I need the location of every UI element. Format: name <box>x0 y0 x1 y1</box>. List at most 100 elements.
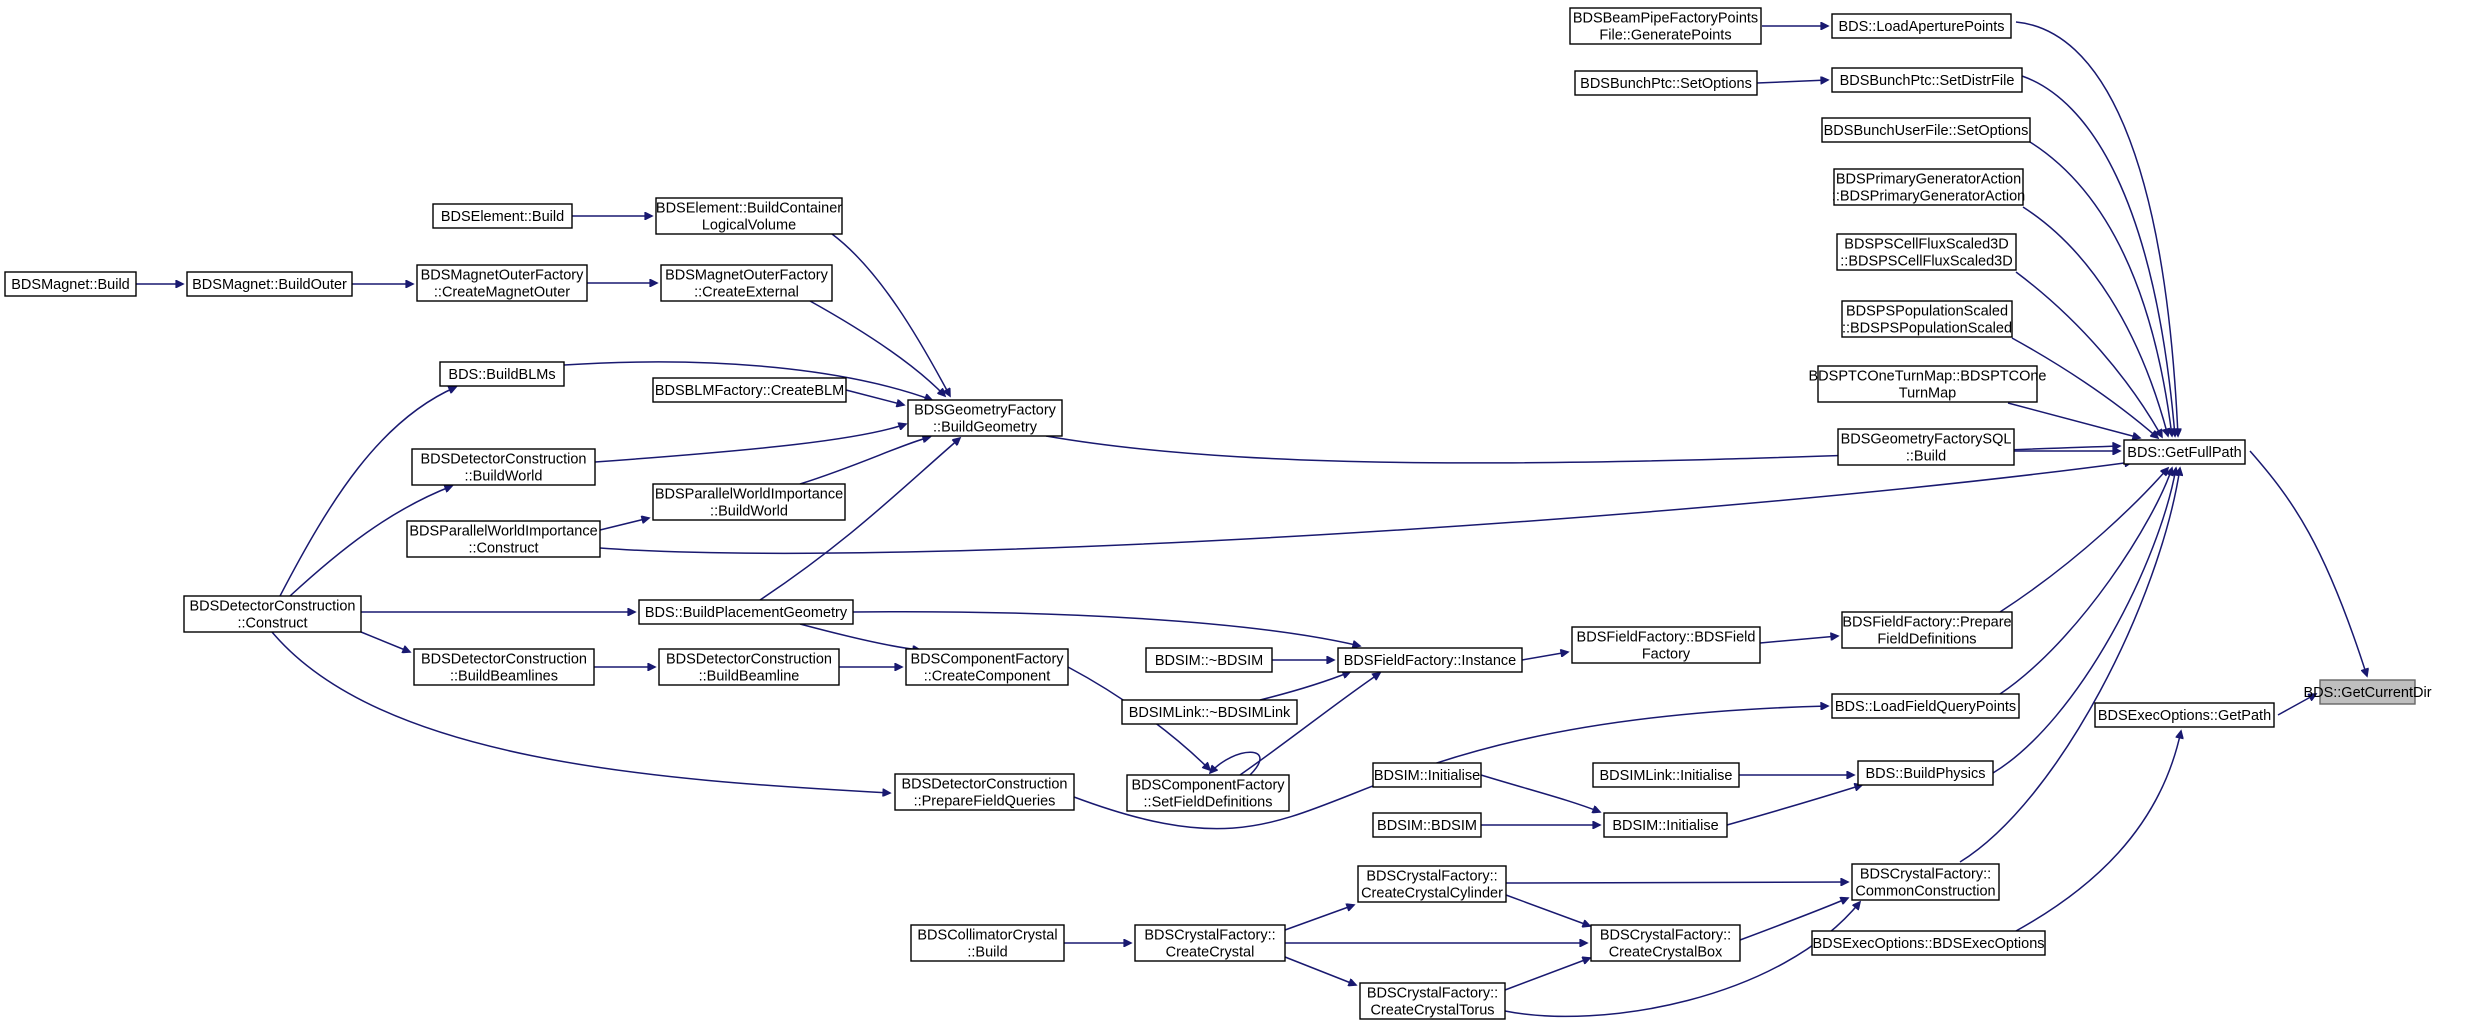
node-label: BDSFieldFactory::Instance <box>1344 653 1516 669</box>
node-buildphysics[interactable]: BDS::BuildPhysics <box>1857 760 1994 786</box>
node-box <box>1121 699 1298 725</box>
node-buildgeometry[interactable]: BDSGeometryFactory::BuildGeometry <box>907 399 1063 437</box>
node-pspop[interactable]: BDSPSPopulationScaled::BDSPSPopulationSc… <box>1841 300 2013 338</box>
node-box <box>652 483 846 521</box>
node-bunchuser-setopt[interactable]: BDSBunchUserFile::SetOptions <box>1821 117 2031 143</box>
node-label: BDSGeometryFactorySQL <box>1841 432 2012 448</box>
node-box <box>1851 863 2000 901</box>
node-box <box>1811 930 2046 956</box>
node-label: BDSIM::Initialise <box>1374 768 1480 784</box>
node-collcrystal[interactable]: BDSCollimatorCrystal::Build <box>910 924 1065 962</box>
edge-createexternal-buildgeometry <box>809 300 945 396</box>
node-label: BDSExecOptions::GetPath <box>2098 708 2271 724</box>
node-dc-buildbeamlines[interactable]: BDSDetectorConstruction::BuildBeamlines <box>413 648 595 686</box>
node-label: BDSDetectorConstruction <box>901 777 1067 793</box>
node-label: BDSDetectorConstruction <box>666 652 832 668</box>
node-label: BDSMagnetOuterFactory <box>421 268 585 284</box>
node-fieldfactory-ctor[interactable]: BDSFieldFactory::BDSFieldFactory <box>1571 626 1761 664</box>
node-box <box>1569 7 1762 45</box>
node-box <box>411 448 596 486</box>
node-label: BDSCrystalFactory:: <box>1367 986 1498 1002</box>
node-buildouter[interactable]: BDSMagnet::BuildOuter <box>186 271 353 297</box>
node-bdsimlink-init[interactable]: BDSIMLink::Initialise <box>1592 762 1740 788</box>
node-label: LogicalVolume <box>702 218 796 234</box>
edge-execopt_getpath-getcurrentdir <box>2277 694 2316 716</box>
node-label: BDSIM::BDSIM <box>1377 818 1477 834</box>
node-dc-buildworld[interactable]: BDSDetectorConstruction::BuildWorld <box>411 448 596 486</box>
node-setdistrfile[interactable]: BDSBunchPtc::SetDistrFile <box>1831 67 2023 93</box>
node-bdsim-dtor[interactable]: BDSIM::~BDSIM <box>1145 647 1273 673</box>
node-crystalbox[interactable]: BDSCrystalFactory::CreateCrystalBox <box>1590 924 1741 962</box>
node-box <box>416 264 588 302</box>
node-createmagnetouter[interactable]: BDSMagnetOuterFactory::CreateMagnetOuter <box>416 264 588 302</box>
node-label: BDSPrimaryGeneratorAction <box>1836 172 2021 188</box>
node-label: BDSFieldFactory::Prepare <box>1842 615 2011 631</box>
node-execopt-ctor[interactable]: BDSExecOptions::BDSExecOptions <box>1811 930 2046 956</box>
node-pwi-construct[interactable]: BDSParallelWorldImportance::Construct <box>406 520 601 558</box>
node-box <box>1126 774 1290 812</box>
edge-loadaperture-getfullpath <box>2015 21 2178 436</box>
node-getcurrentdir[interactable]: BDS::GetCurrentDir <box>2303 679 2432 705</box>
node-box <box>1821 117 2031 143</box>
node-crystaltorus[interactable]: BDSCrystalFactory::CreateCrystalTorus <box>1359 982 1506 1020</box>
node-dc-construct[interactable]: BDSDetectorConstruction::Construct <box>183 595 362 633</box>
node-bdsim-ctor[interactable]: BDSIM::BDSIM <box>1372 812 1482 838</box>
node-geomsql[interactable]: BDSGeometryFactorySQL::Build <box>1837 428 2015 466</box>
node-loadaperture[interactable]: BDS::LoadAperturePoints <box>1831 13 2012 39</box>
node-buildblms[interactable]: BDS::BuildBLMs <box>439 361 565 387</box>
node-buildplacement[interactable]: BDS::BuildPlacementGeometry <box>638 599 854 625</box>
node-createblm[interactable]: BDSBLMFactory::CreateBLM <box>652 377 847 403</box>
edge-crystaltorus-crystalbox <box>1504 958 1590 991</box>
node-fieldfactory-instance[interactable]: BDSFieldFactory::Instance <box>1337 647 1523 673</box>
node-bunchptc-setopt[interactable]: BDSBunchPtc::SetOptions <box>1574 70 1758 96</box>
node-preparefieldqueries[interactable]: BDSDetectorConstruction::PrepareFieldQue… <box>894 773 1075 811</box>
edge-primgen-getfullpath <box>2022 206 2168 436</box>
edge-createcrystal-crystaltorus <box>1284 956 1356 985</box>
node-crystalcyl[interactable]: BDSCrystalFactory::CreateCrystalCylinder <box>1357 865 1507 903</box>
node-createexternal[interactable]: BDSMagnetOuterFactory::CreateExternal <box>660 264 833 302</box>
node-pscell[interactable]: BDSPSCellFluxScaled3D::BDSPSCellFluxScal… <box>1836 233 2017 271</box>
edge-commonconstr-getfullpath <box>1959 468 2180 863</box>
edge-crystalbox-commonconstr <box>1739 898 1848 941</box>
node-pwi-buildworld[interactable]: BDSParallelWorldImportance::BuildWorld <box>652 483 846 521</box>
node-label: BDSParallelWorldImportance <box>655 487 843 503</box>
node-box <box>2319 679 2416 705</box>
edge-preparefieldqueries-loadfieldquery <box>1073 706 1828 830</box>
node-bdsimlink-dtor[interactable]: BDSIMLink::~BDSIMLink <box>1121 699 1298 725</box>
node-label: BDSBeamPipeFactoryPoints <box>1573 11 1758 27</box>
node-label: BDSCrystalFactory:: <box>1600 928 1731 944</box>
node-label: CreateCrystalCylinder <box>1361 886 1503 902</box>
node-beampipe-gen[interactable]: BDSBeamPipeFactoryPointsFile::GeneratePo… <box>1569 7 1762 45</box>
node-execopt-getpath[interactable]: BDSExecOptions::GetPath <box>2094 702 2275 728</box>
node-loadfieldquery[interactable]: BDS::LoadFieldQueryPoints <box>1831 693 2020 719</box>
node-bdsim-init2[interactable]: BDSIM::Initialise <box>1372 762 1482 788</box>
edge-createblm-buildgeometry <box>845 389 904 405</box>
node-createcrystal[interactable]: BDSCrystalFactory::CreateCrystal <box>1134 924 1286 962</box>
node-label: CreateCrystal <box>1166 945 1255 961</box>
node-box <box>905 648 1069 686</box>
node-element-build[interactable]: BDSElement::Build <box>432 203 573 229</box>
node-box <box>1357 865 1507 903</box>
node-primgen[interactable]: BDSPrimaryGeneratorAction::BDSPrimaryGen… <box>1832 168 2025 206</box>
edge-preparefield-getfullpath <box>1999 468 2168 613</box>
node-bdsim-init[interactable]: BDSIM::Initialise <box>1603 812 1728 838</box>
node-box <box>2123 439 2246 465</box>
edge-buildplacement-buildgeometry <box>759 438 960 601</box>
node-label: BDSBunchUserFile::SetOptions <box>1824 123 2029 139</box>
node-dc-buildbeamline[interactable]: BDSDetectorConstruction::BuildBeamline <box>658 648 840 686</box>
node-commonconstr[interactable]: BDSCrystalFactory::CommonConstruction <box>1851 863 2000 901</box>
node-label: ::Construct <box>237 616 307 632</box>
node-setfielddefs[interactable]: BDSComponentFactory::SetFieldDefinitions <box>1126 774 1290 812</box>
node-createcomponent[interactable]: BDSComponentFactory::CreateComponent <box>905 648 1069 686</box>
node-getfullpath[interactable]: BDS::GetFullPath <box>2123 439 2246 465</box>
node-label: ::BDSPSPopulationScaled <box>1842 321 2012 337</box>
edge-buildblms-buildgeometry <box>563 361 932 400</box>
edge-execopt_ctor-execopt_getpath <box>2015 731 2181 932</box>
edge-bdsimlink_dtor-fieldfactory_instance <box>1259 672 1350 701</box>
node-label: BDSParallelWorldImportance <box>409 524 597 540</box>
node-magnet-build[interactable]: BDSMagnet::Build <box>4 271 137 297</box>
node-ptconeturn[interactable]: BDSPTCOneTurnMap::BDSPTCOneTurnMap <box>1809 365 2047 403</box>
